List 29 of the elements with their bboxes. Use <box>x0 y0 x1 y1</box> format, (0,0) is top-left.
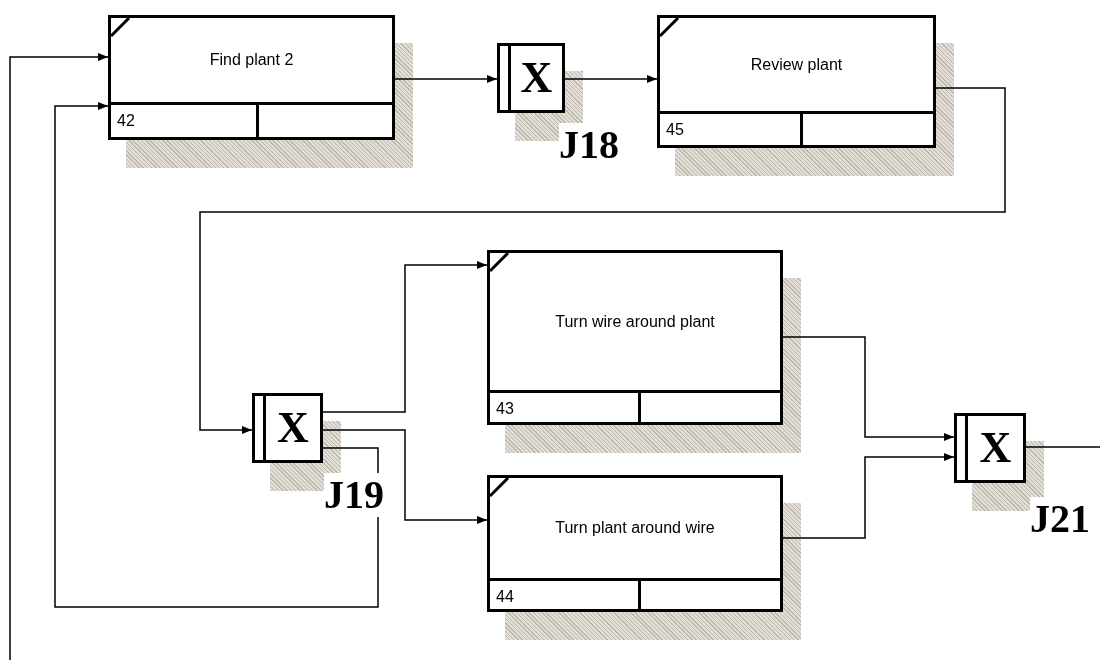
junction-symbol: X <box>520 56 553 100</box>
arrow <box>782 453 955 539</box>
arrow <box>9 53 109 661</box>
process-name: Find plant 2 <box>209 50 294 70</box>
process-box <box>657 15 936 148</box>
process-box <box>108 15 395 140</box>
junction-box <box>252 393 323 463</box>
arrow <box>322 429 488 524</box>
process-name: Review plant <box>750 54 843 75</box>
arrow <box>322 261 488 413</box>
junction-box <box>497 43 565 113</box>
process-name: Turn plant around wire <box>555 518 715 538</box>
junction-symbol: X <box>277 406 309 450</box>
arrow <box>394 75 498 83</box>
process-number: 42 <box>117 111 135 131</box>
process-number: 45 <box>666 120 684 140</box>
arrow <box>199 87 1006 434</box>
arrow <box>782 336 955 441</box>
arrow <box>54 102 379 608</box>
process-number: 44 <box>496 587 514 607</box>
junction-symbol: X <box>979 426 1012 470</box>
connector-line <box>1025 446 1101 448</box>
process-name: Turn wire around plant <box>555 311 715 332</box>
junction-box <box>954 413 1026 483</box>
process-box <box>487 475 783 612</box>
junction-label: J19 <box>324 473 384 517</box>
process-number: 43 <box>496 399 514 419</box>
process-box <box>487 250 783 425</box>
arrow <box>564 75 658 83</box>
